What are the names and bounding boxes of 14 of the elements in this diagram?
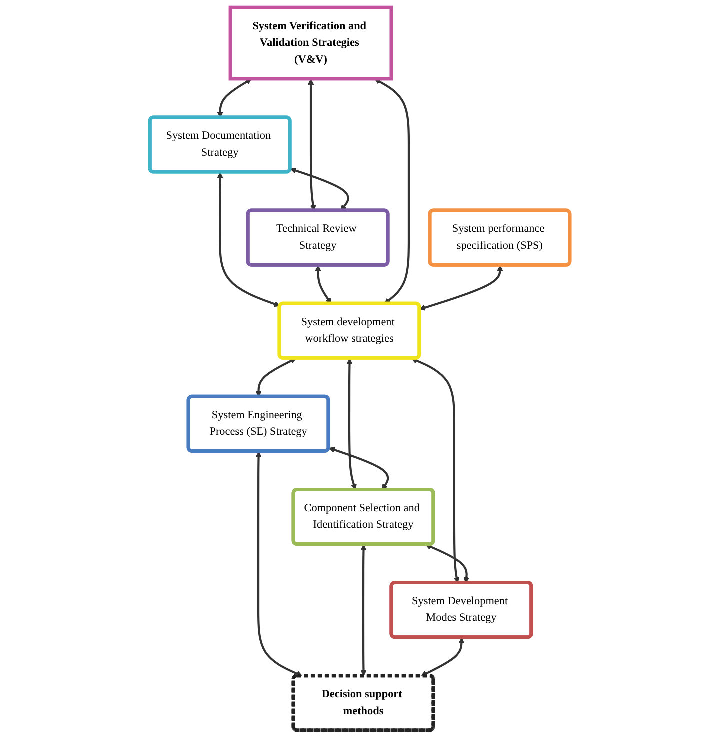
arrow: [346, 358, 357, 490]
arrow: [256, 358, 297, 398]
arrow: [411, 358, 460, 584]
arrow: [425, 544, 470, 584]
arrow: [290, 168, 350, 212]
arrow: [308, 78, 316, 212]
arrow: [217, 172, 280, 308]
arrow: [420, 265, 504, 311]
arrow: [256, 452, 303, 677]
arrow: [315, 265, 332, 304]
arrow: [360, 544, 367, 676]
node-box: System Verification and Validation Strategies (V&V): [228, 6, 394, 81]
arrow: [328, 447, 390, 490]
arrow: [374, 78, 410, 304]
